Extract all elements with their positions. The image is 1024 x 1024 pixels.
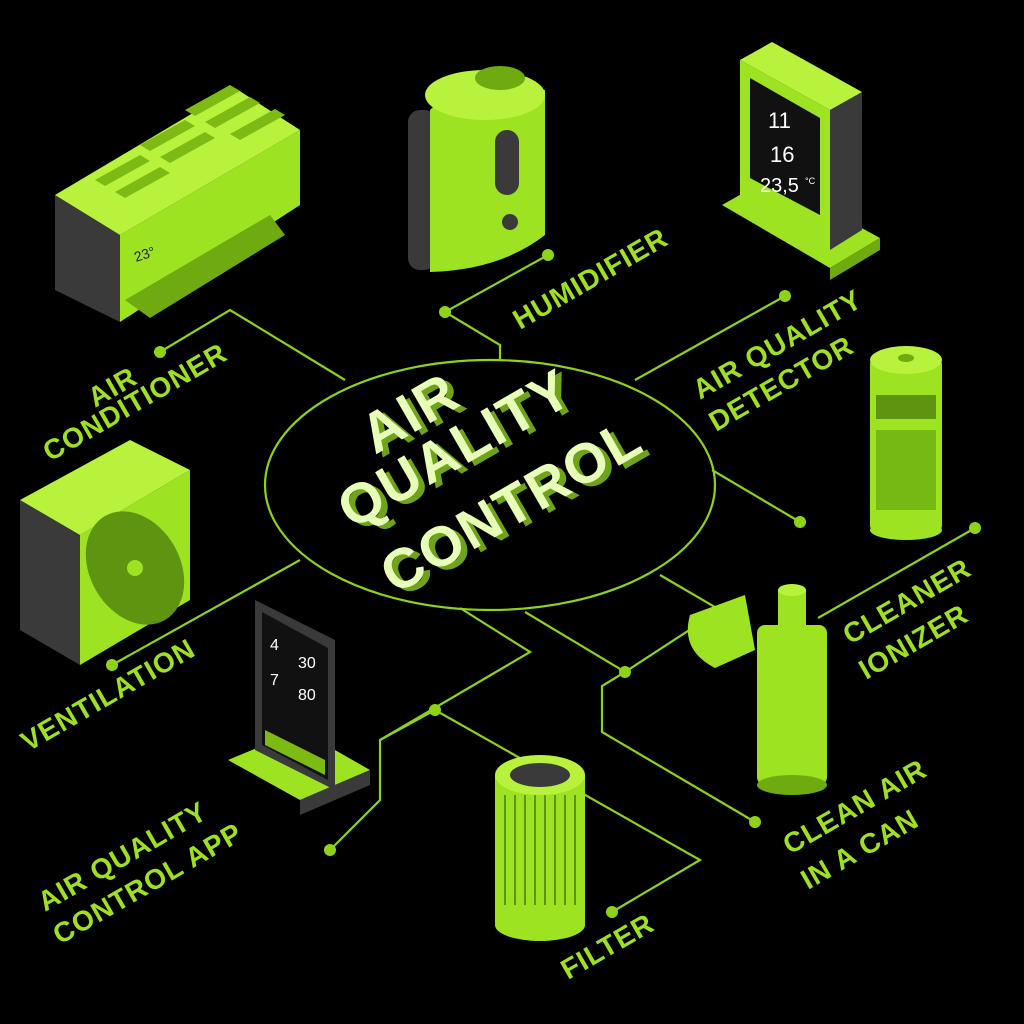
app-value-3: 7 [270,672,279,689]
detector-value-1: 11 [768,108,791,133]
clean-air-can-illustration [687,584,827,795]
ac-temperature: 23° [132,243,157,265]
air-conditioner-illustration: 23° [55,85,300,322]
central-ellipse [263,358,717,612]
humidifier-illustration [408,66,545,272]
filter-illustration [495,755,585,941]
cleaner-ionizer-illustration [870,346,942,540]
detector-unit: °C [805,176,816,186]
label-ventilation: VENTILATION [16,633,201,758]
central-title: AIR AIR QUALITY QUALITY CONTROL CONTROL [327,356,660,609]
air-quality-detector-illustration: 11 16 23,5 °C [722,42,880,280]
app-value-1: 4 [270,637,279,654]
app-value-4: 80 [298,687,316,704]
air-quality-app-illustration: 4 30 7 80 [228,600,370,815]
ventilation-illustration [20,440,190,665]
detector-value-3: 23,5 [760,175,799,197]
detector-value-2: 16 [770,142,794,167]
app-value-2: 30 [298,655,316,672]
